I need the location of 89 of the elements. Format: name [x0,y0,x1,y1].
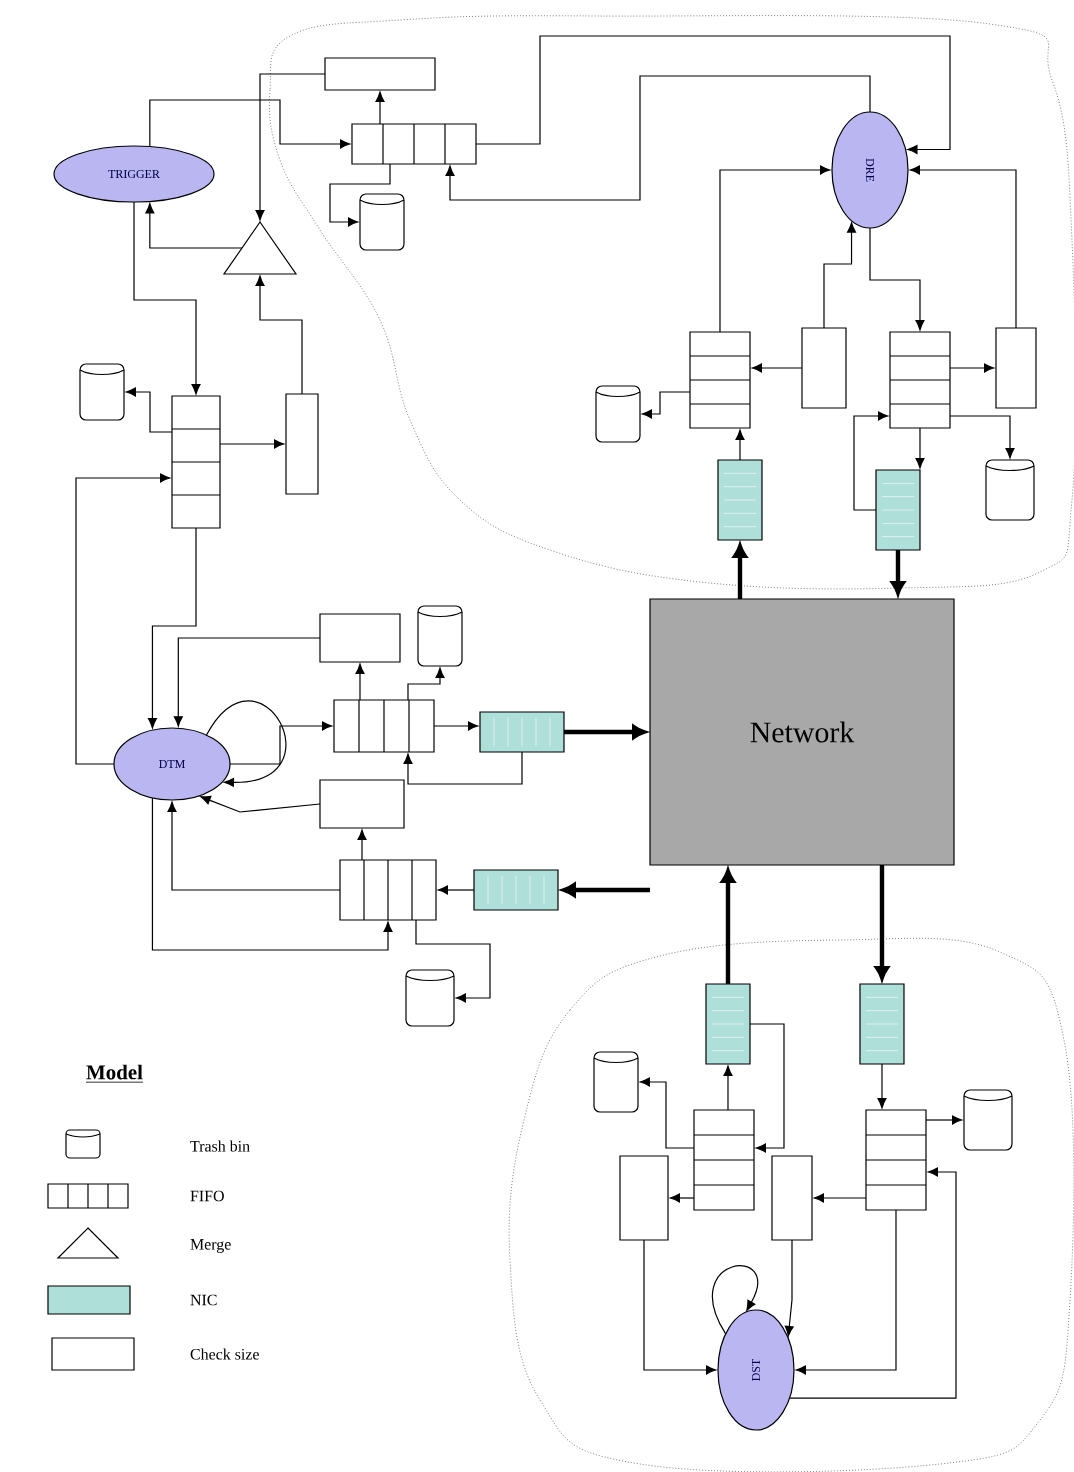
arrow [167,801,341,891]
nic-box [717,459,763,541]
trash-bin [595,385,641,443]
check-size-box [995,327,1037,409]
arrow [433,721,479,731]
arrow [639,1077,695,1149]
arrow [145,203,243,249]
arrow [949,415,1015,459]
arrow [205,700,287,787]
trash-bin [593,1051,639,1113]
arrow [723,1065,733,1111]
arrow [151,797,393,951]
arrow [329,163,391,227]
check-size-box [319,613,401,663]
arrow [75,473,171,765]
arrow [357,829,367,861]
fifo-queue [171,395,221,529]
arrow [255,73,326,221]
arrow [255,275,303,395]
arrow [445,75,871,201]
arrow [641,391,691,419]
arrow [229,721,333,765]
fifo-queue [693,1109,755,1211]
trash-bin [963,1089,1013,1151]
fifo-queue [351,123,477,165]
trash-bin [405,969,455,1027]
check-size-box [285,393,319,495]
arrow [788,1167,957,1399]
arrow [877,1063,887,1109]
check-size-box [324,57,436,91]
heading: Model [85,1064,144,1083]
arrow [564,724,647,740]
arrow [751,363,803,373]
arrow [869,227,925,331]
nic-box [473,869,559,911]
network-box: Network [649,598,955,866]
arrow [133,201,201,395]
arrow [732,543,748,599]
arrow [147,527,197,729]
arrow [853,411,889,511]
arrow [407,667,445,701]
check-size-box [619,1155,669,1241]
arrow [415,919,491,1003]
arrow [949,363,995,373]
arrow [720,868,736,984]
arrow [643,1239,717,1375]
arrow [475,35,951,154]
arrow [749,1023,785,1153]
trash-bin [985,459,1035,521]
arrow [890,550,906,596]
arrow [823,222,857,329]
nic-box [875,469,921,551]
fifo-queue [333,699,435,753]
arrow [669,1193,695,1203]
trash-bin [417,605,463,667]
trash-bin [79,363,125,421]
arrow [200,795,321,813]
arrow [925,1115,963,1125]
arrow [712,1265,758,1335]
arrow [437,885,475,895]
arrow [219,439,285,449]
check-size-box [771,1155,813,1241]
check-size-box [801,327,847,409]
fifo-queue [689,331,751,429]
arrow [874,865,890,981]
dashed-region [508,937,1074,1472]
arrow [561,882,650,898]
arrow [173,637,321,727]
fifo-queue [865,1109,927,1211]
fifo-queue [339,859,437,921]
arrow [735,429,745,461]
nic-box [705,983,751,1065]
arrow [403,751,523,785]
nic-box [859,983,905,1065]
arrow [813,1193,867,1203]
arrow [915,427,925,469]
dashed-region [268,15,1074,590]
arrow [795,1209,897,1375]
arrow [355,663,365,701]
check-size-box [319,779,405,829]
arrow [125,387,173,433]
arrow [719,165,831,333]
arrow [375,91,385,125]
arrow [149,99,351,149]
trash-bin [359,193,405,251]
fifo-queue [889,331,951,429]
arrow [784,1239,794,1337]
arrow [909,165,1017,329]
nic-box [479,711,565,753]
